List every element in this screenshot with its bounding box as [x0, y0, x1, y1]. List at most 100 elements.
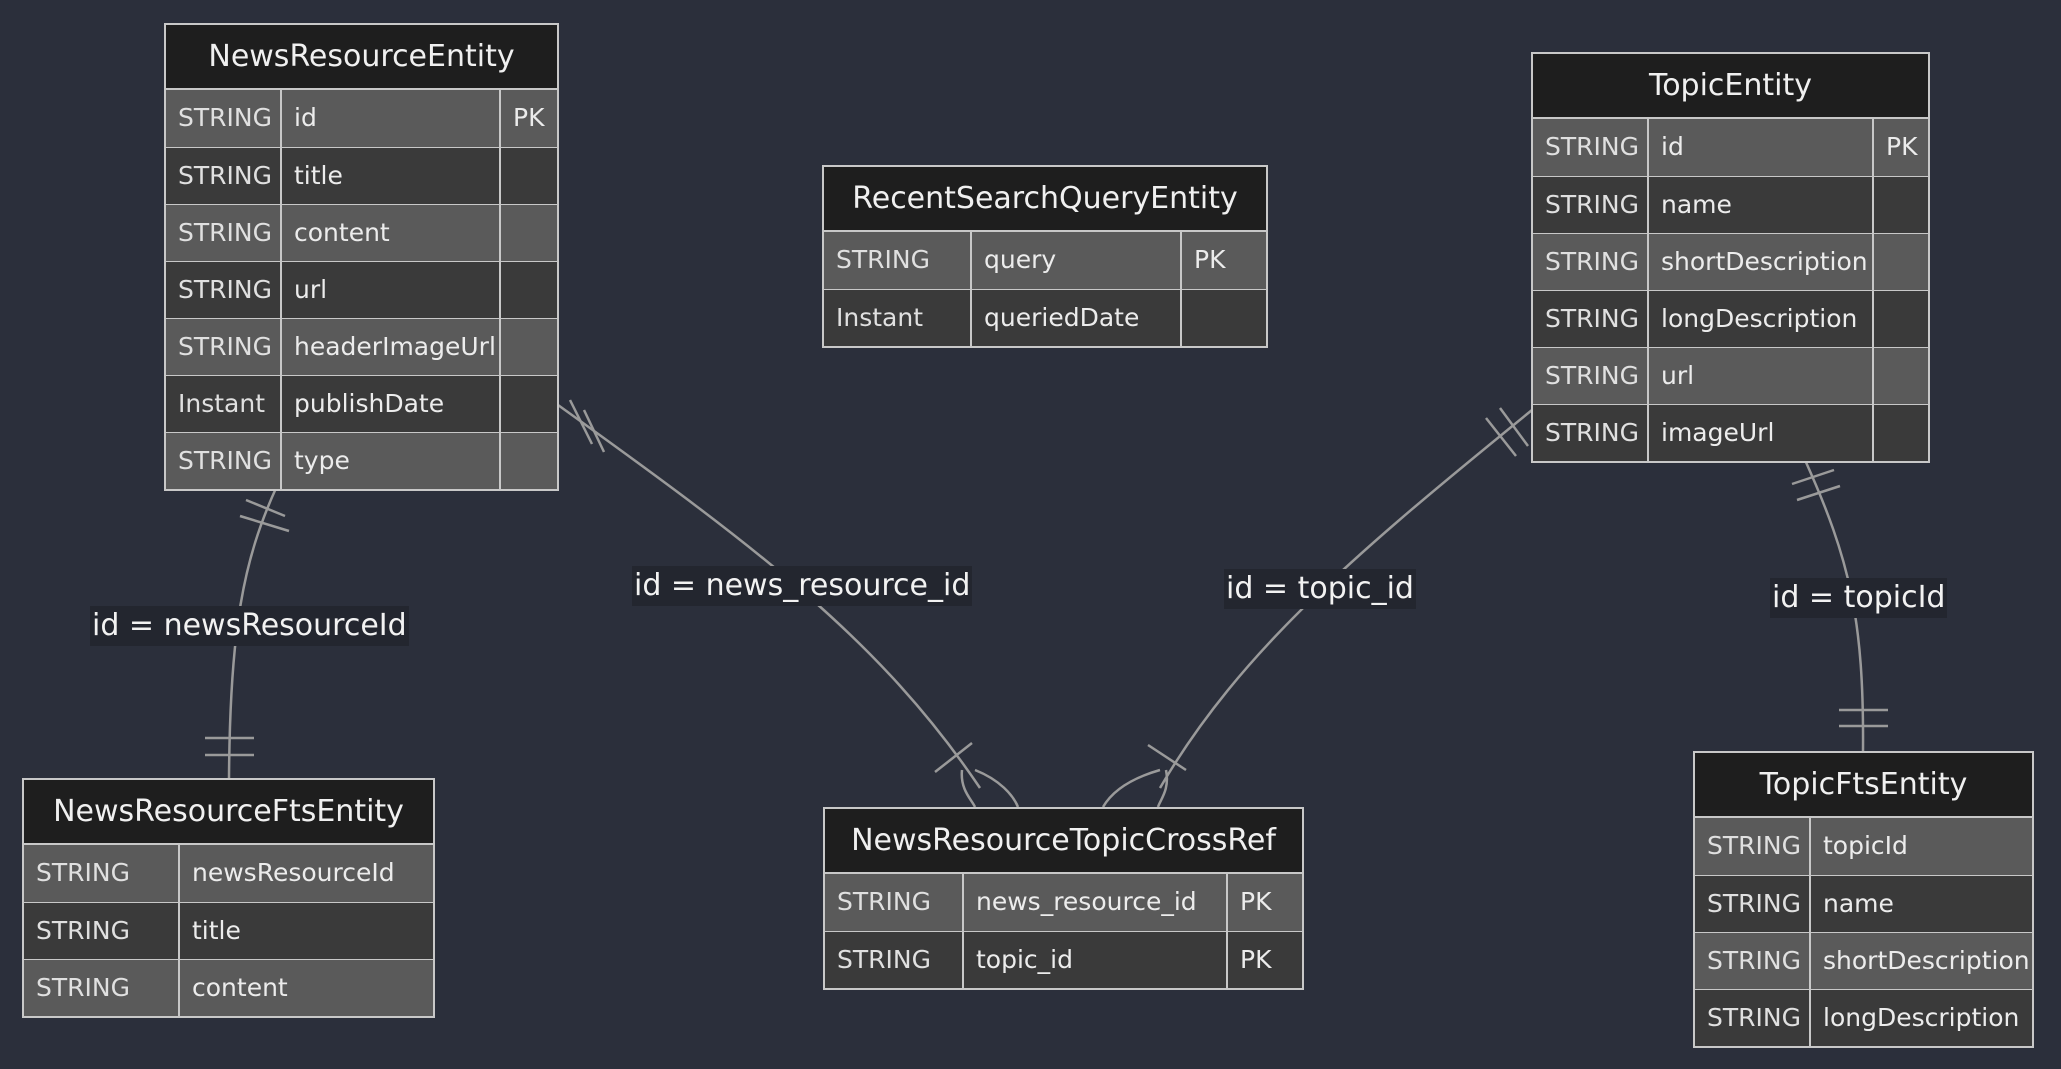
attribute-key: [499, 376, 557, 432]
attribute-name: shortDescription: [1647, 234, 1872, 290]
attribute-key: [1872, 291, 1928, 347]
rel-topic-crossref-end-tick: [1147, 743, 1187, 772]
attribute-type: Instant: [178, 389, 266, 418]
rel-news-crossref-start-tick2: [582, 409, 606, 453]
rel-label-topic-fts: id = topicId: [1770, 578, 1948, 618]
attribute-row: Instant publishDate: [166, 375, 557, 432]
attribute-key: [1872, 405, 1928, 461]
attribute-name: url: [1647, 348, 1872, 404]
attribute-type: STRING: [1707, 831, 1801, 860]
attribute-row: STRING url: [1533, 347, 1928, 404]
attribute-type: STRING: [36, 916, 130, 945]
attribute-key: [1872, 177, 1928, 233]
attribute-key: [499, 319, 557, 375]
attribute-type: STRING: [178, 446, 272, 475]
attribute-type: STRING: [836, 245, 930, 274]
attribute-name: content: [280, 205, 499, 261]
attribute-name: imageUrl: [1647, 405, 1872, 461]
entity-title: TopicEntity: [1533, 54, 1928, 119]
attribute-type: STRING: [1545, 361, 1639, 390]
attribute-row: STRING imageUrl: [1533, 404, 1928, 461]
attribute-key: [499, 205, 557, 261]
rel-topic-fts-start-tick2: [1796, 484, 1841, 502]
attribute-name: topicId: [1809, 818, 2032, 875]
attribute-row: STRING newsResourceId: [24, 845, 433, 902]
attribute-type: STRING: [178, 275, 272, 304]
attribute-key: PK: [1226, 874, 1302, 931]
attribute-name: url: [280, 262, 499, 318]
attribute-type: STRING: [1545, 418, 1639, 447]
attribute-row: STRING topicId: [1695, 818, 2032, 875]
attribute-type: STRING: [1545, 132, 1639, 161]
attribute-key: [499, 148, 557, 204]
attribute-type: STRING: [1545, 190, 1639, 219]
attribute-name: newsResourceId: [178, 845, 433, 902]
rel-news-fts-start-tick2: [239, 514, 290, 533]
attribute-name: id: [1647, 119, 1872, 176]
rel-label-topic-crossref: id = topic_id: [1224, 569, 1416, 609]
attribute-key: PK: [1180, 232, 1266, 289]
attribute-name: title: [178, 903, 433, 959]
attribute-name: content: [178, 960, 433, 1016]
attribute-name: longDescription: [1647, 291, 1872, 347]
attribute-key: PK: [499, 90, 557, 147]
entity-title: TopicFtsEntity: [1695, 753, 2032, 818]
attribute-row: STRING title: [166, 147, 557, 204]
entity-title: NewsResourceTopicCrossRef: [825, 809, 1302, 874]
attribute-key: PK: [1226, 932, 1302, 988]
attribute-row: STRING headerImageUrl: [166, 318, 557, 375]
attribute-name: topic_id: [962, 932, 1226, 988]
attribute-type: STRING: [178, 161, 272, 190]
attribute-name: query: [970, 232, 1180, 289]
attribute-type: STRING: [36, 973, 130, 1002]
attribute-type: STRING: [178, 332, 272, 361]
attribute-name: name: [1647, 177, 1872, 233]
attribute-name: headerImageUrl: [280, 319, 499, 375]
attribute-type: STRING: [837, 887, 931, 916]
attribute-name: type: [280, 433, 499, 489]
attribute-type: STRING: [1707, 889, 1801, 918]
attribute-name: longDescription: [1809, 990, 2032, 1046]
attribute-name: news_resource_id: [962, 874, 1226, 931]
rel-topic-crossref-start-tick1: [1485, 417, 1517, 457]
attribute-key: [1872, 348, 1928, 404]
attribute-row: STRING shortDescription: [1533, 233, 1928, 290]
attribute-key: PK: [1872, 119, 1928, 176]
entity-title: NewsResourceEntity: [166, 25, 557, 90]
entity-title: NewsResourceFtsEntity: [24, 780, 433, 845]
attribute-row: Instant queriedDate: [824, 289, 1266, 346]
attribute-type: STRING: [36, 858, 130, 887]
attribute-row: STRING url: [166, 261, 557, 318]
attribute-name: queriedDate: [970, 290, 1180, 346]
attribute-type: Instant: [836, 303, 924, 332]
attribute-row: STRING title: [24, 902, 433, 959]
attribute-type: STRING: [1707, 946, 1801, 975]
attribute-type: STRING: [837, 945, 931, 974]
attribute-type: STRING: [178, 103, 272, 132]
attribute-name: publishDate: [280, 376, 499, 432]
attribute-row: STRING type: [166, 432, 557, 489]
attribute-key: [1872, 234, 1928, 290]
entity-news-resource-fts: NewsResourceFtsEntity STRING newsResource…: [22, 778, 435, 1018]
rel-label-news-crossref: id = news_resource_id: [632, 566, 973, 606]
attribute-type: STRING: [1545, 247, 1639, 276]
attribute-name: title: [280, 148, 499, 204]
attribute-row: STRING name: [1533, 176, 1928, 233]
rel-news-fts-start-tick1: [245, 498, 286, 518]
rel-label-news-fts: id = newsResourceId: [90, 606, 409, 646]
entity-title: RecentSearchQueryEntity: [824, 167, 1266, 232]
rel-news-crossref-end-tick: [934, 742, 973, 773]
rel-news-fts-line: [227, 485, 279, 779]
rel-news-crossref-start-tick1: [568, 399, 594, 445]
